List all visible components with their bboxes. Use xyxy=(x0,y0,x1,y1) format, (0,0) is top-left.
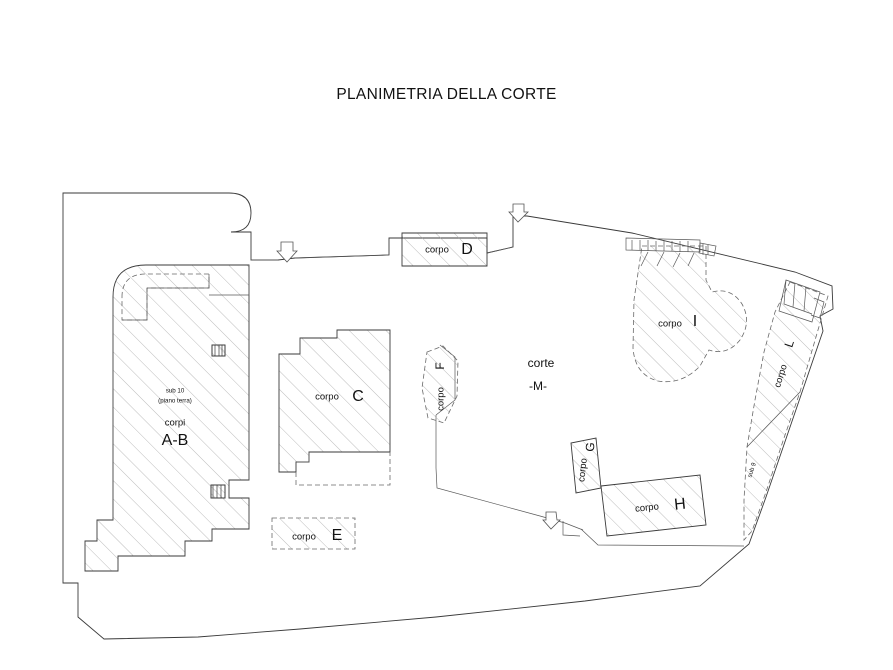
sub-9-label: sub 9 xyxy=(746,461,758,478)
building-corpo-l[interactable]: corpo L sub 9 xyxy=(743,279,829,542)
corpi-ab-code-label: A-B xyxy=(162,432,189,449)
corpo-d-kind-label: corpo xyxy=(425,245,449,256)
building-corpo-f[interactable]: corpo F xyxy=(421,345,459,424)
corpi-ab-kind-label: corpi xyxy=(165,418,186,429)
corpo-g-code-label: G xyxy=(583,442,598,453)
building-corpo-h[interactable]: corpo H xyxy=(600,474,707,537)
corpo-i-code-label: I xyxy=(693,313,697,330)
entrance-arrow-north-east[interactable] xyxy=(508,203,529,223)
entrance-arrow-south-courtyard[interactable] xyxy=(542,511,561,530)
corpo-f-kind-label: corpo xyxy=(436,387,447,411)
corpo-e-code-label: E xyxy=(332,527,343,544)
corte-m-kind-label: corte xyxy=(528,356,555,370)
corpo-l-code-label: L xyxy=(782,338,797,349)
corpo-h-kind-label: corpo xyxy=(635,501,660,514)
corpo-c-code-label: C xyxy=(352,388,364,405)
corpo-g-kind-label: corpo xyxy=(576,458,589,483)
building-corpo-g[interactable]: corpo G xyxy=(570,437,602,494)
corte-m-code-label: -M- xyxy=(529,379,547,393)
corpi-ab-sub-label: sub 10 xyxy=(166,388,185,395)
entrance-arrow-north-courtyard[interactable] xyxy=(276,241,298,263)
building-corpo-c[interactable]: corpo C xyxy=(278,329,391,486)
corpo-e-kind-label: corpo xyxy=(292,532,316,543)
page-title: PLANIMETRIA DELLA CORTE xyxy=(336,86,557,103)
building-corpo-e[interactable]: corpo E xyxy=(271,517,356,550)
corpi-ab-floor-label: (piano terra) xyxy=(158,398,192,405)
corpo-h-code-label: H xyxy=(673,496,686,514)
corpo-f-code-label: F xyxy=(433,362,447,369)
corpo-d-code-label: D xyxy=(461,241,473,258)
courtyard-corte-m: corte -M- xyxy=(528,356,555,393)
corpo-i-kind-label: corpo xyxy=(658,319,682,330)
building-corpo-d[interactable]: corpo D xyxy=(401,232,488,267)
building-corpi-ab[interactable]: sub 10 (piano terra) corpi A-B xyxy=(84,264,250,572)
corpo-c-kind-label: corpo xyxy=(315,392,339,403)
building-corpo-i[interactable]: corpo I xyxy=(625,237,747,383)
